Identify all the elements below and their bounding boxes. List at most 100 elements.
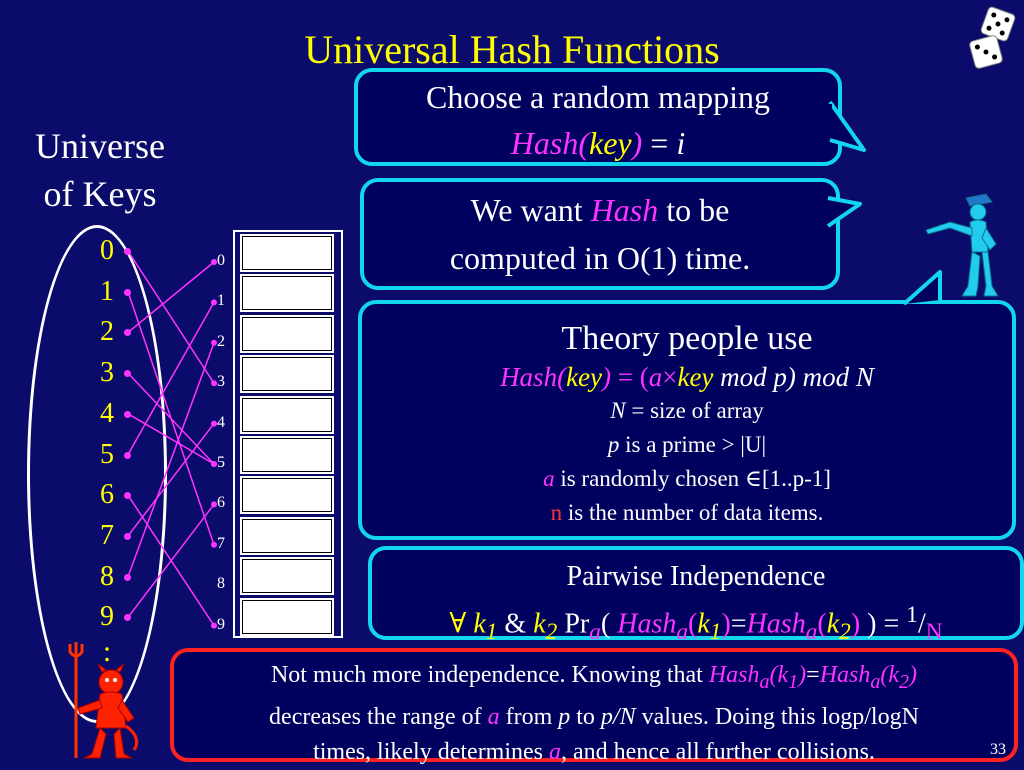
f-times: ×	[662, 362, 678, 392]
devil-icon	[62, 638, 142, 769]
callout1-line1: Choose a random mapping	[426, 79, 770, 115]
table-slot	[240, 557, 334, 596]
table-slot	[240, 314, 334, 353]
table-slot	[240, 274, 334, 313]
table-slot	[240, 597, 334, 636]
slot-label: 1	[217, 292, 225, 310]
universe-label-line2: of Keys	[43, 174, 157, 214]
c5-t5: values. Doing this logp/logN	[635, 703, 919, 730]
arg1-open: (	[688, 608, 698, 640]
c5-h1-sub: a	[759, 670, 770, 693]
callout-random-mapping: Choose a random mapping Hash(key) = i	[354, 68, 842, 166]
slot-label: 8	[217, 575, 225, 593]
callout-independence-warning: Not much more independence. Knowing that…	[170, 648, 1018, 765]
key-dot	[124, 248, 131, 255]
k2: k	[533, 608, 546, 640]
pr-sub: a	[589, 618, 601, 645]
universe-key: 5	[100, 438, 114, 470]
c5-h1-close: )	[798, 662, 807, 688]
n-def: = size of array	[625, 398, 764, 423]
c5-h1-arg: (k	[769, 662, 789, 688]
callout5-line2: decreases the range of a from p to p/N v…	[174, 700, 1014, 735]
a-def: is randomly chosen ∈[1..p-1]	[554, 466, 831, 491]
c5-t7: , and hence all further collisions.	[561, 738, 875, 765]
arg2-sub: 2	[839, 618, 851, 645]
k1-sub: 1	[485, 618, 498, 645]
close-paren: ) =	[860, 608, 907, 640]
i-var: i	[676, 125, 686, 161]
f-a: a	[648, 362, 663, 392]
n2-def: is the number of data items.	[562, 500, 824, 525]
hash1: Hash	[617, 608, 677, 640]
slot-label: 3	[217, 373, 225, 391]
c5-t2: decreases the range of	[269, 703, 488, 730]
hash2-sub: a	[805, 618, 818, 645]
hash2: Hash	[746, 608, 806, 640]
hash1-sub: a	[676, 618, 689, 645]
callout3-formula: Hash(key) = (a×key mod p) mod N	[362, 360, 1012, 394]
callout3-p-def: p is a prime > |U|	[362, 428, 1012, 462]
open-paren: (	[600, 608, 618, 640]
f-close: )	[602, 362, 612, 392]
slot-cell-body	[242, 518, 332, 553]
k1: k	[473, 608, 486, 640]
c5-h2: Hash	[819, 662, 871, 688]
slot-label: 4	[217, 413, 225, 431]
table-slot	[240, 395, 334, 434]
c5-a2: a	[549, 738, 562, 765]
c5-t3: from	[499, 703, 559, 730]
universe-key: 8	[100, 560, 114, 592]
slot-cell-body	[242, 478, 332, 513]
universe-key: 6	[100, 479, 114, 511]
f-hash: Hash(	[500, 362, 567, 392]
hash-close: )	[631, 125, 643, 161]
callout3-tail	[902, 270, 942, 306]
slot-label: 6	[217, 494, 225, 512]
a-sym: a	[543, 466, 555, 491]
slot-cell-body	[242, 438, 332, 472]
c5-h1-arg-sub: 1	[788, 670, 799, 693]
arg2-open: (	[817, 608, 827, 640]
dice-icon	[966, 6, 1022, 77]
hash-word: Hash(	[510, 125, 589, 161]
f-eq: = (	[611, 362, 649, 392]
frac-den: N	[925, 618, 943, 645]
callout2-line2: computed in O(1) time.	[449, 240, 751, 276]
callout1-formula: Hash(key) = i	[358, 120, 838, 166]
universe-label-line1: Universe	[35, 126, 165, 166]
c5-t4: to	[570, 703, 601, 730]
slot-cell-body	[242, 316, 332, 351]
arg1: k	[697, 608, 710, 640]
universe-label: Universe of Keys	[14, 122, 186, 218]
c5-h2-arg-sub: 2	[899, 670, 910, 693]
frac-num: 1	[906, 602, 918, 628]
arg1-sub: 1	[709, 618, 722, 645]
table-slot	[240, 476, 334, 515]
callout2-pre: We want	[470, 192, 591, 228]
callout2-hash: Hash	[590, 192, 659, 228]
c5-t6: times, likely determines	[313, 738, 550, 765]
f-key: key	[566, 362, 603, 392]
key-dot	[124, 532, 131, 540]
callout1-tail	[828, 100, 866, 152]
callout4-formula: ∀ k1 & k2 Pra( Hasha(k1)=Hasha(k2) ) = 1…	[372, 596, 1020, 651]
slot-label: 2	[217, 332, 225, 350]
callout2-line1: We want Hash to be	[364, 186, 836, 234]
forall: ∀	[449, 608, 474, 640]
amp: &	[497, 608, 534, 640]
key-word: key	[589, 125, 632, 161]
c5-t1: Not much more independence. Knowing that	[270, 662, 709, 688]
slide-title: Universal Hash Functions	[304, 27, 720, 72]
f-key2: key	[677, 362, 714, 392]
p-sym: p	[607, 432, 620, 457]
callout3-a-def: a is randomly chosen ∈[1..p-1]	[362, 462, 1012, 496]
callout-theory: Theory people use Hash(key) = (a×key mod…	[358, 300, 1016, 540]
n2-sym: n	[550, 500, 563, 525]
arg2-close: )	[850, 608, 861, 640]
table-slot	[240, 516, 334, 555]
c5-a1: a	[487, 703, 500, 730]
universe-key: 2	[100, 316, 114, 348]
page-number: 33	[990, 741, 1006, 758]
arg1-close: )	[721, 608, 731, 640]
arg2: k	[826, 608, 840, 640]
